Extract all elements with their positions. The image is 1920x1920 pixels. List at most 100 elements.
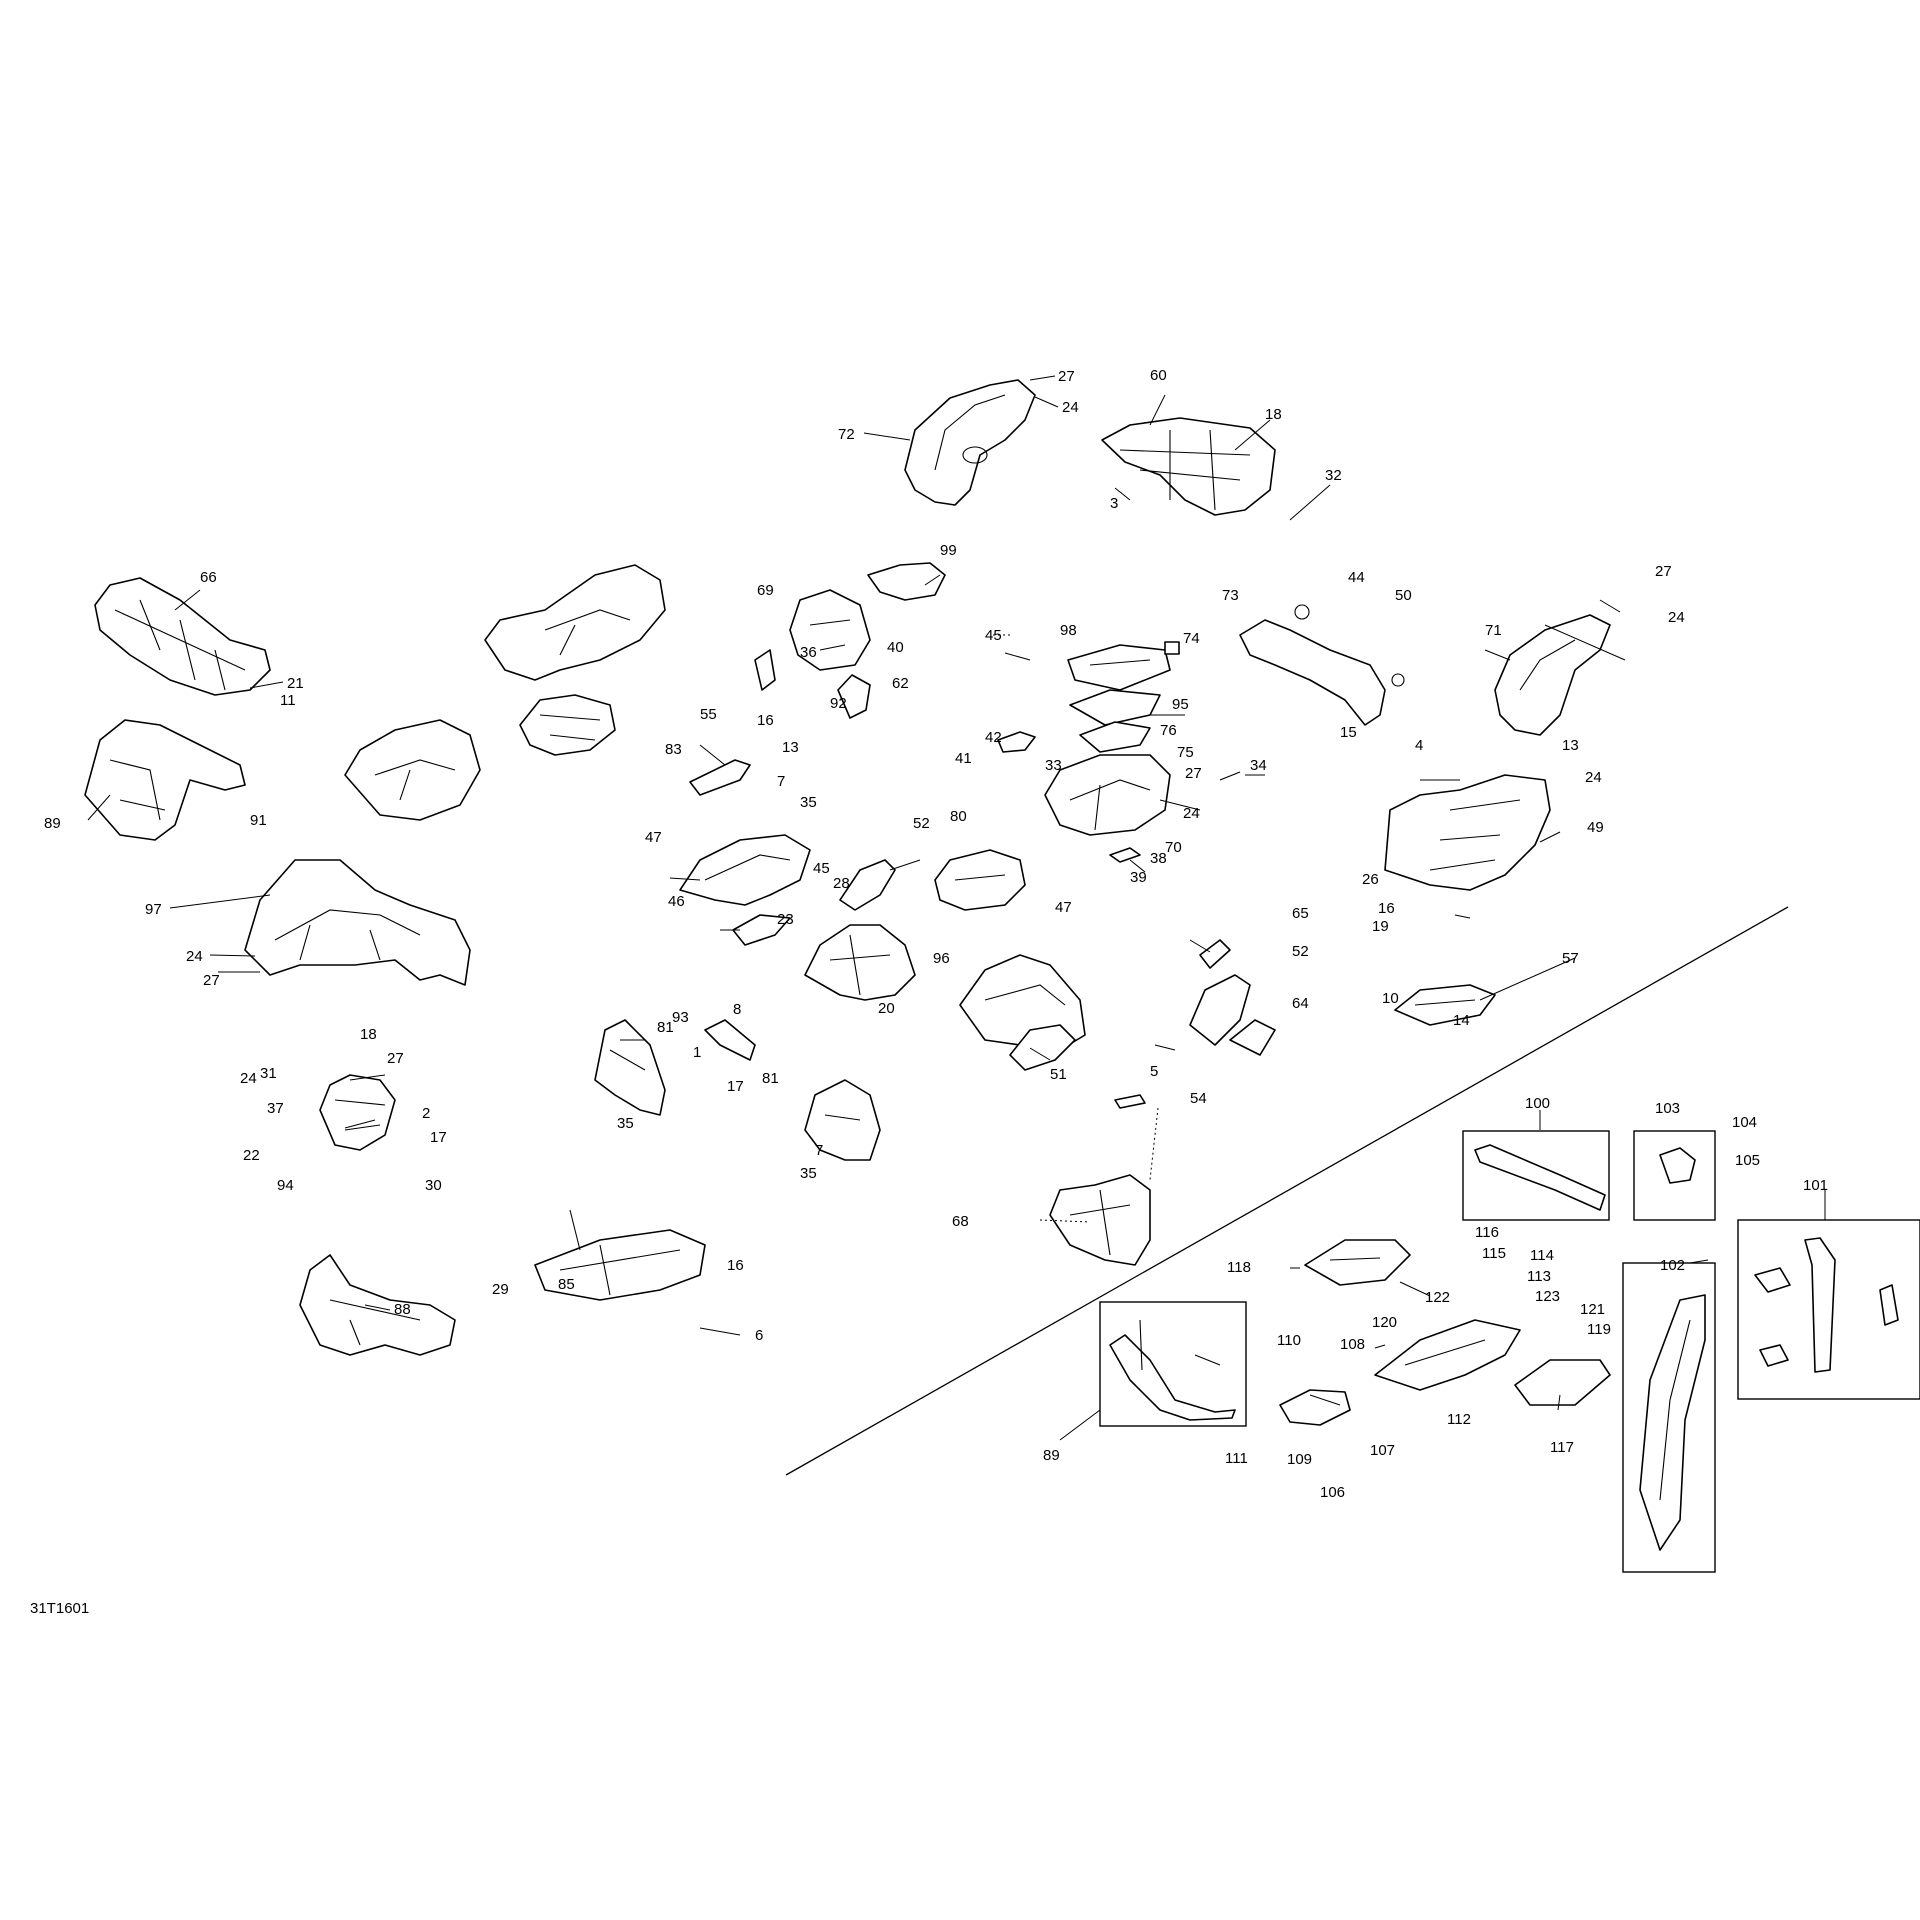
callout-c109: 109 bbox=[1287, 1451, 1312, 1468]
callout-c28: 28 bbox=[833, 875, 850, 892]
callout-c24d: 24 bbox=[1668, 609, 1685, 626]
part-96-center-frame bbox=[804, 924, 916, 1001]
callout-c110: 110 bbox=[1277, 1332, 1301, 1349]
part-101-kit bbox=[1754, 1237, 1899, 1373]
callout-c27a: 27 bbox=[1058, 368, 1075, 385]
callout-c36: 36 bbox=[800, 644, 817, 661]
callout-c72: 72 bbox=[838, 426, 855, 443]
callout-c38: 38 bbox=[1150, 850, 1167, 867]
accessory-box-100 bbox=[1462, 1130, 1610, 1221]
callout-c5: 5 bbox=[1150, 1063, 1158, 1080]
callout-c107: 107 bbox=[1370, 1442, 1395, 1459]
callout-c24b: 24 bbox=[186, 948, 203, 965]
callout-c47b: 47 bbox=[1055, 899, 1072, 916]
callout-c104: 104 bbox=[1732, 1114, 1757, 1131]
callout-c65: 65 bbox=[1292, 905, 1309, 922]
callout-c112: 112 bbox=[1447, 1411, 1471, 1428]
callout-c47a: 47 bbox=[645, 829, 662, 846]
callout-c99: 99 bbox=[940, 542, 957, 559]
callout-c89b: 89 bbox=[1043, 1447, 1060, 1464]
callout-c11: 11 bbox=[280, 692, 296, 709]
callout-c57: 57 bbox=[1562, 950, 1579, 967]
callout-c111: 111 bbox=[1225, 1450, 1248, 1467]
callout-c89a: 89 bbox=[44, 815, 61, 832]
callout-c6: 6 bbox=[755, 1327, 763, 1344]
callout-c32: 32 bbox=[1325, 467, 1342, 484]
callout-c7a: 7 bbox=[777, 773, 785, 790]
callout-c10: 10 bbox=[1382, 990, 1399, 1007]
callout-c45a: 45 bbox=[985, 627, 1002, 644]
callout-c35a: 35 bbox=[800, 794, 817, 811]
callout-c20: 20 bbox=[878, 1000, 895, 1017]
callout-c34: 34 bbox=[1250, 757, 1267, 774]
part-66-front-rack bbox=[94, 577, 271, 696]
callout-c101: 101 bbox=[1803, 1177, 1828, 1194]
callout-c19: 19 bbox=[1372, 918, 1389, 935]
callout-c15: 15 bbox=[1340, 724, 1357, 741]
part-85-skid-plate bbox=[534, 1229, 706, 1301]
callout-c31: 31 bbox=[260, 1065, 277, 1082]
callout-c113: 113 bbox=[1527, 1268, 1551, 1285]
callout-c37: 37 bbox=[267, 1100, 284, 1117]
callout-c71: 71 bbox=[1485, 622, 1502, 639]
callout-c70: 70 bbox=[1165, 839, 1182, 856]
part-57-floor-plate bbox=[1394, 984, 1496, 1026]
callout-c33: 33 bbox=[1045, 757, 1062, 774]
part-47-side-panel-left bbox=[679, 834, 811, 906]
callout-c16a: 16 bbox=[757, 712, 774, 729]
callout-c1: 1 bbox=[693, 1044, 701, 1061]
callout-c92: 92 bbox=[830, 695, 847, 712]
accessory-box-89 bbox=[1099, 1301, 1247, 1427]
part-106-plate bbox=[1279, 1389, 1351, 1426]
part-54-strip bbox=[1114, 1094, 1146, 1109]
part-front-storage-tray bbox=[519, 694, 616, 756]
callout-c96: 96 bbox=[933, 950, 950, 967]
callout-c75: 75 bbox=[1177, 744, 1194, 761]
callout-c27b: 27 bbox=[203, 972, 220, 989]
callout-c3: 3 bbox=[1110, 495, 1118, 512]
part-112-plate bbox=[1374, 1319, 1521, 1391]
callout-c95: 95 bbox=[1172, 696, 1189, 713]
leader-lines bbox=[87, 375, 1826, 1441]
callout-c35c: 35 bbox=[800, 1165, 817, 1182]
callout-c18b: 18 bbox=[360, 1026, 377, 1043]
callout-c44: 44 bbox=[1348, 569, 1365, 586]
part-70-center-body bbox=[1044, 754, 1171, 836]
callout-c54: 54 bbox=[1190, 1090, 1207, 1107]
part-89-boxed-bumper bbox=[1109, 1319, 1236, 1421]
part-117-plate bbox=[1514, 1359, 1611, 1406]
part-front-fender-inner bbox=[344, 719, 481, 821]
callout-c81a: 81 bbox=[657, 1019, 674, 1036]
section-divider-line bbox=[785, 906, 1789, 1476]
callout-c76: 76 bbox=[1160, 722, 1177, 739]
callout-c68: 68 bbox=[952, 1213, 969, 1230]
callout-c13b: 13 bbox=[1562, 737, 1579, 754]
part-64-panel bbox=[1229, 1019, 1276, 1056]
callout-c18a: 18 bbox=[1265, 406, 1282, 423]
callout-c64: 64 bbox=[1292, 995, 1309, 1012]
part-60-rear-rack bbox=[1101, 417, 1276, 516]
callout-c121: 121 bbox=[1580, 1301, 1605, 1318]
callout-c21: 21 bbox=[287, 675, 304, 692]
part-68-storage-lower bbox=[1049, 1174, 1151, 1266]
callout-c27c: 27 bbox=[1185, 765, 1202, 782]
callout-c13a: 13 bbox=[782, 739, 799, 756]
callout-c66: 66 bbox=[200, 569, 217, 586]
part-front-storage-upper bbox=[484, 564, 666, 681]
part-102-bar bbox=[1639, 1294, 1706, 1551]
callout-c62: 62 bbox=[892, 675, 909, 692]
part-93-bar bbox=[704, 1019, 756, 1061]
accessory-box-101 bbox=[1737, 1219, 1920, 1400]
part-76-insert bbox=[1079, 721, 1151, 753]
callout-c24c: 24 bbox=[1183, 805, 1200, 822]
part-83-strip bbox=[689, 759, 751, 796]
part-97-front-body bbox=[244, 859, 471, 986]
callout-c98: 98 bbox=[1060, 622, 1077, 639]
callout-c41: 41 bbox=[955, 750, 972, 767]
part-52-panel-a bbox=[839, 859, 896, 911]
callout-c30: 30 bbox=[425, 1177, 442, 1194]
callout-c103: 103 bbox=[1655, 1100, 1680, 1117]
callout-c27d: 27 bbox=[1655, 563, 1672, 580]
part-100-bar bbox=[1474, 1144, 1606, 1211]
